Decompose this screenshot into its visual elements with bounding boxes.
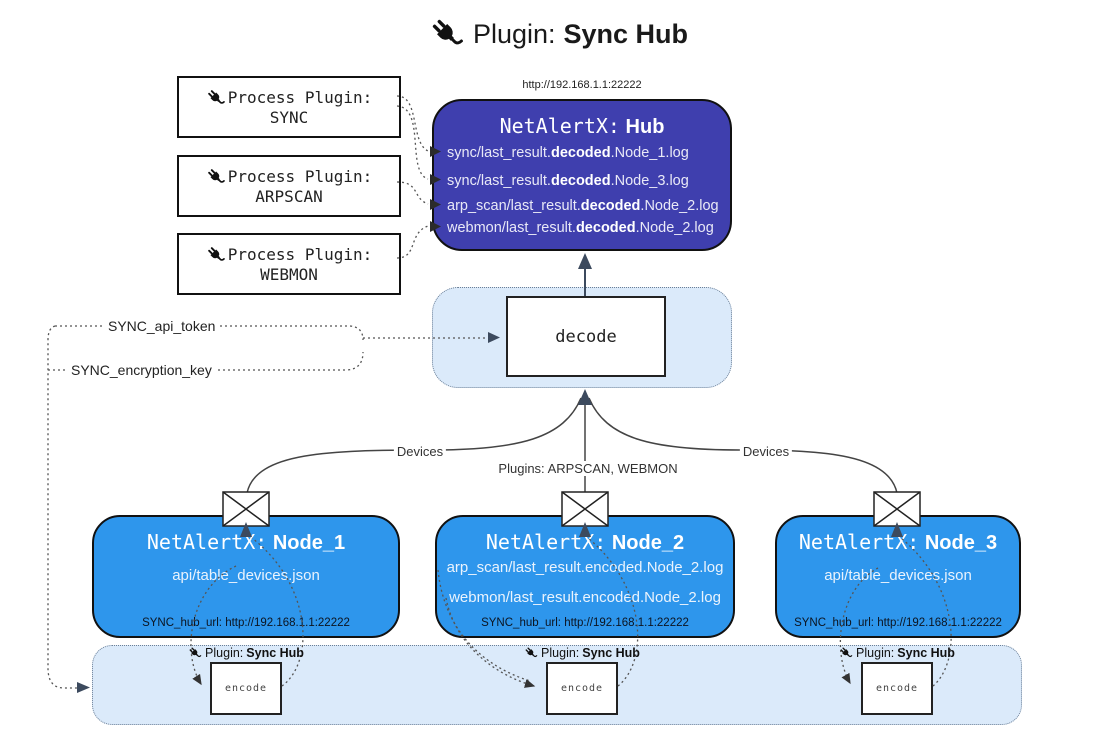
hub-node: NetAlertX: Hub sync/last_result.decoded.… (432, 99, 732, 251)
node-hub-url: SYNC_hub_url: http://192.168.1.1:22222 (481, 617, 689, 629)
decode-step: decode (506, 296, 666, 377)
process-plugin-box-sync: Process Plugin: SYNC (177, 76, 401, 138)
process-plugin-name: ARPSCAN (255, 186, 323, 206)
node-title: NetAlertX: Node_3 (777, 530, 1019, 555)
node-file: webmon/last_result.encoded.Node_2.log (449, 589, 721, 606)
hub-log-line: webmon/last_result.decoded.Node_2.log (447, 220, 714, 236)
node-file: api/table_devices.json (172, 567, 320, 584)
encode-step: encode (861, 662, 933, 715)
node-1-box: NetAlertX: Node_1 api/table_devices.json… (92, 515, 400, 638)
node-title-name: Node_1 (272, 532, 346, 554)
encode-step: encode (210, 662, 282, 715)
node-title: NetAlertX: Node_2 (437, 530, 733, 555)
plug-icon (429, 16, 465, 52)
node-3-box: NetAlertX: Node_3 api/table_devices.json… (775, 515, 1021, 638)
log-bold: decoded (575, 220, 636, 236)
hub-title-prefix: NetAlertX: (499, 114, 620, 138)
process-plugin-label: Process Plugin: (227, 167, 373, 186)
plug-icon (206, 167, 226, 187)
process-plugin-box-arpscan: Process Plugin: ARPSCAN (177, 155, 401, 217)
log-bold: decoded (550, 145, 611, 161)
plug-icon (206, 88, 226, 108)
hub-url: http://192.168.1.1:22222 (522, 79, 642, 91)
hub-log-line: sync/last_result.decoded.Node_1.log (447, 145, 689, 161)
log-post: .Node_2.log (640, 198, 719, 214)
log-pre: arp_scan/last_result. (447, 198, 581, 214)
node-file: api/table_devices.json (824, 567, 972, 584)
node-hub-url: SYNC_hub_url: http://192.168.1.1:22222 (142, 617, 350, 629)
node-title-prefix: NetAlertX: (485, 530, 607, 554)
hub-log-line: sync/last_result.decoded.Node_3.log (447, 173, 689, 189)
plug-icon (206, 245, 226, 265)
node-title-prefix: NetAlertX: (146, 530, 268, 554)
log-pre: sync/last_result. (447, 145, 551, 161)
hub-title: NetAlertX: Hub (434, 114, 730, 139)
page-title: Plugin: Sync Hub (0, 16, 1117, 52)
log-pre: sync/last_result. (447, 173, 551, 189)
node-title: NetAlertX: Node_1 (94, 530, 398, 555)
log-post: .Node_1.log (610, 145, 689, 161)
node-title-name: Node_3 (924, 532, 998, 554)
hub-title-name: Hub (625, 116, 665, 138)
node-title-name: Node_2 (611, 532, 685, 554)
log-post: .Node_2.log (635, 220, 714, 236)
log-bold: decoded (550, 173, 611, 189)
node-title-prefix: NetAlertX: (798, 530, 920, 554)
log-pre: webmon/last_result. (447, 220, 576, 236)
log-post: .Node_3.log (610, 173, 689, 189)
node-2-box: NetAlertX: Node_2 arp_scan/last_result.e… (435, 515, 735, 638)
process-plugin-name: WEBMON (260, 264, 318, 284)
process-plugin-label: Process Plugin: (227, 88, 373, 107)
process-plugin-box-webmon: Process Plugin: WEBMON (177, 233, 401, 295)
node-hub-url: SYNC_hub_url: http://192.168.1.1:22222 (794, 617, 1002, 629)
node-file: arp_scan/last_result.encoded.Node_2.log (446, 559, 724, 576)
process-plugin-name: SYNC (269, 107, 309, 127)
process-plugin-label: Process Plugin: (227, 245, 373, 264)
encode-step: encode (546, 662, 618, 715)
log-bold: decoded (580, 198, 641, 214)
page-title-name: Sync Hub (563, 18, 689, 49)
page-title-label: Plugin: (472, 18, 556, 49)
hub-log-line: arp_scan/last_result.decoded.Node_2.log (447, 198, 719, 214)
